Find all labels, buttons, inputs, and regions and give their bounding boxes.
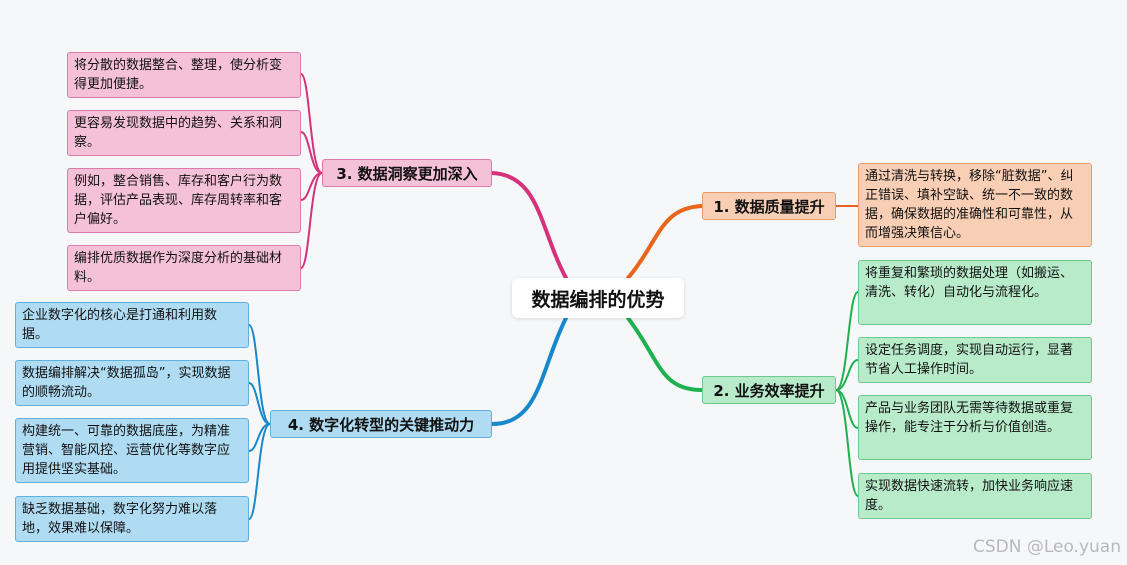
root-node[interactable]: 数据编排的优势	[512, 278, 684, 318]
link-b3-leaf-4	[300, 172, 323, 269]
link-root-b1	[626, 204, 704, 280]
leaf-data-insight-2[interactable]: 更容易发现数据中的趋势、关系和洞察。	[67, 110, 301, 156]
leaf-business-efficiency-4[interactable]: 实现数据快速流转，加快业务响应速度。	[858, 473, 1092, 519]
leaf-digital-transformation-2[interactable]: 数据编排解决“数据孤岛”，实现数据的顺畅流动。	[15, 360, 249, 406]
link-b4-leaf-1	[248, 324, 271, 425]
leaf-digital-transformation-3[interactable]: 构建统一、可靠的数据底座，为精准营销、智能风控、运营优化等数字应用提供坚实基础。	[15, 418, 249, 483]
link-b2-leaf-2	[835, 359, 859, 391]
leaf-data-quality-1[interactable]: 通过清洗与转换，移除“脏数据”、纠正错误、填补空缺、统一不一致的数据，确保数据的…	[858, 163, 1092, 247]
leaf-business-efficiency-1[interactable]: 将重复和繁琐的数据处理（如搬运、清洗、转化）自动化与流程化。	[858, 260, 1092, 325]
link-root-b4	[490, 316, 568, 426]
link-b3-leaf-2	[300, 131, 323, 174]
link-root-b2	[626, 316, 704, 392]
leaf-data-insight-1[interactable]: 将分散的数据整合、整理，使分析变得更加便捷。	[67, 52, 301, 98]
branch-business-efficiency[interactable]: 2. 业务效率提升	[702, 376, 836, 404]
leaf-business-efficiency-3[interactable]: 产品与业务团队无需等待数据或重复操作，能专注于分析与价值创造。	[858, 395, 1092, 460]
leaf-data-insight-3[interactable]: 例如，整合销售、库存和客户行为数据，评估产品表现、库存周转率和客户偏好。	[67, 168, 301, 233]
branch-digital-transformation[interactable]: 4. 数字化转型的关键推动力	[270, 410, 492, 438]
leaf-digital-transformation-1[interactable]: 企业数字化的核心是打通和利用数据。	[15, 302, 249, 348]
link-b4-leaf-4	[248, 423, 271, 520]
link-b3-leaf-1	[300, 73, 323, 174]
leaf-business-efficiency-2[interactable]: 设定任务调度，实现自动运行，显著节省人工操作时间。	[858, 337, 1092, 383]
leaf-data-insight-4[interactable]: 编排优质数据作为深度分析的基础材料。	[67, 245, 301, 291]
watermark-text: CSDN @Leo.yuan	[972, 537, 1121, 557]
link-b2-leaf-3	[835, 389, 859, 429]
link-root-b3	[490, 171, 568, 280]
branch-data-insight[interactable]: 3. 数据洞察更加深入	[322, 159, 492, 187]
link-b2-leaf-4	[835, 389, 859, 497]
link-b4-leaf-2	[248, 382, 271, 425]
leaf-digital-transformation-4[interactable]: 缺乏数据基础，数字化努力难以落地，效果难以保障。	[15, 496, 249, 542]
branch-data-quality[interactable]: 1. 数据质量提升	[702, 192, 836, 220]
link-b2-leaf-1	[835, 291, 859, 391]
